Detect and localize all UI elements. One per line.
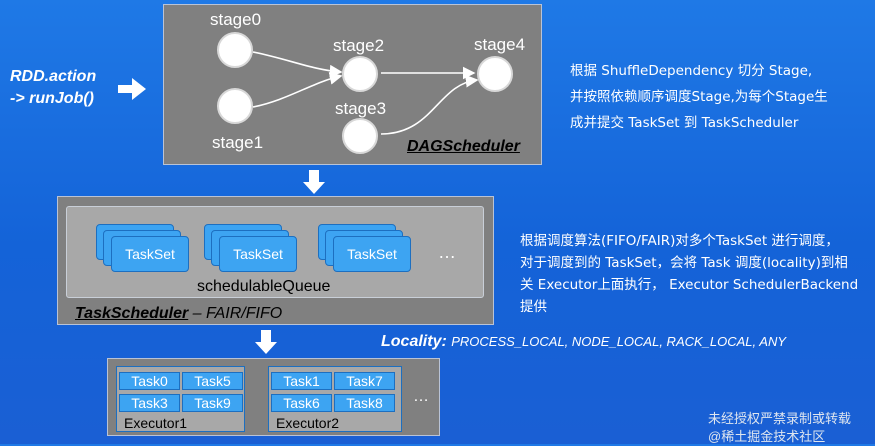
right-arrow-icon <box>118 78 146 100</box>
task-scheduler-title: TaskScheduler <box>75 305 189 322</box>
executor-2-label: Executor2 <box>276 415 340 431</box>
stage3-node <box>342 118 378 154</box>
rdd-action-label: RDD.action -> runJob() <box>10 66 96 110</box>
stage2-node <box>342 56 378 92</box>
watermark-line1: 未经授权严禁录制或转载 <box>708 411 852 426</box>
stage1-node <box>217 88 253 124</box>
dag-note-line1: 根据 ShuffleDependency 切分 Stage, <box>570 63 813 79</box>
down-arrow-icon <box>255 330 277 354</box>
stage4-label: stage4 <box>474 35 526 54</box>
dag-note-line2: 并按照依赖顺序调度Stage,为每个Stage生 <box>570 89 828 105</box>
taskset-3: TaskSet <box>333 236 411 272</box>
ts-note-line3: 关 Executor上面执行， Executor SchedulerBacken… <box>520 277 859 293</box>
executor-1-label: Executor1 <box>124 415 188 431</box>
watermark: 未经授权严禁录制或转载 @稀土掘金技术社区 <box>708 410 851 446</box>
task-cell: Task5 <box>182 372 243 390</box>
rdd-action-line1: RDD.action <box>10 68 97 85</box>
task-cell: Task0 <box>119 372 180 390</box>
stage4-node <box>477 56 513 92</box>
task-cell: Task1 <box>271 372 332 390</box>
edge-stage0-stage2 <box>252 51 343 78</box>
stage0-node <box>217 32 253 68</box>
locality-list: PROCESS_LOCAL, NODE_LOCAL, RACK_LOCAL, A… <box>451 334 786 349</box>
ts-note-line1: 根据调度算法(FIFO/FAIR)对多个TaskSet 进行调度， <box>520 233 839 249</box>
stage3-label: stage3 <box>335 99 387 118</box>
ts-note-line4: 提供 <box>520 299 547 315</box>
stage1-label: stage1 <box>212 133 264 152</box>
down-arrow-icon <box>303 170 325 194</box>
executor-ellipsis: … <box>413 388 429 405</box>
ts-note: 根据调度算法(FIFO/FAIR)对多个TaskSet 进行调度， 对于调度到的… <box>520 230 875 318</box>
edge-stage1-stage2 <box>252 72 343 108</box>
schedulable-queue-label: schedulableQueue <box>197 278 331 295</box>
edge-stage3-stage4 <box>380 74 479 135</box>
taskset-1: TaskSet <box>111 236 189 272</box>
dag-scheduler-title: DAGScheduler <box>407 138 520 155</box>
dag-note: 根据 ShuffleDependency 切分 Stage, 并按照依赖顺序调度… <box>570 58 828 136</box>
task-cell: Task6 <box>271 394 332 412</box>
rdd-action-line2: -> runJob() <box>10 90 94 107</box>
dag-note-line3: 成并提交 TaskSet 到 TaskScheduler <box>570 115 799 131</box>
task-cell: Task8 <box>334 394 395 412</box>
taskset-2: TaskSet <box>219 236 297 272</box>
task-scheduler-title-row: TaskScheduler – FAIR/FIFO <box>75 305 282 323</box>
locality-row: Locality: PROCESS_LOCAL, NODE_LOCAL, RAC… <box>381 333 786 351</box>
ts-note-line2: 对于调度到的 TaskSet，会将 Task 调度(locality)到相 <box>520 255 848 271</box>
watermark-line2: @稀土掘金技术社区 <box>708 429 826 444</box>
stage0-label: stage0 <box>210 10 262 29</box>
dag-edges <box>252 51 479 135</box>
taskset-ellipsis: … <box>438 242 456 262</box>
task-scheduler-mode: – FAIR/FIFO <box>188 305 283 322</box>
task-cell: Task3 <box>119 394 180 412</box>
locality-title: Locality: <box>381 333 447 350</box>
stage2-label: stage2 <box>333 36 385 55</box>
task-cell: Task7 <box>334 372 395 390</box>
task-cell: Task9 <box>182 394 243 412</box>
